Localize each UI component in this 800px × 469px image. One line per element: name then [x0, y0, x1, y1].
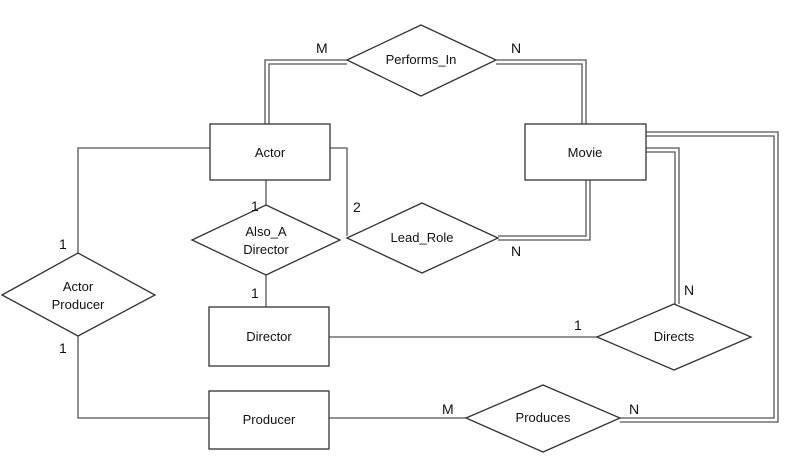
entity-movie-label: Movie	[568, 145, 603, 160]
line-directs-movie-2	[646, 147, 680, 304]
line-performs-in-movie	[496, 59, 587, 124]
relationship-lead-role-label: Lead_Role	[391, 230, 454, 245]
relationship-also-a-director: Also_A Director	[190, 204, 342, 276]
relationship-produces-label: Produces	[516, 410, 571, 425]
relationship-directs-label: Directs	[654, 329, 695, 344]
entity-actor-label: Actor	[255, 145, 286, 160]
entity-actor: Actor	[209, 123, 331, 181]
cardinality-produces-movie: N	[629, 401, 639, 417]
cardinality-also-director: 1	[251, 285, 259, 301]
relationship-also-a-director-label-1: Also_A	[245, 224, 287, 239]
cardinality-actprod-actor: 1	[59, 236, 67, 252]
relationship-also-a-director-label-2: Director	[243, 242, 289, 257]
cardinality-lead-movie: N	[511, 243, 521, 259]
relationship-lead-role: Lead_Role	[345, 202, 500, 274]
entity-movie: Movie	[524, 123, 647, 181]
entity-director: Director	[208, 306, 330, 367]
cardinality-performs-actor: M	[316, 40, 328, 56]
cardinality-also-actor: 1	[251, 198, 259, 214]
relationship-performs-in: Performs_In	[345, 24, 498, 97]
line-actor-producer-producer	[77, 336, 209, 419]
line-actor-performs-in	[264, 59, 347, 124]
line-produces-movie-2	[620, 131, 779, 423]
line-actor-lead-role	[330, 147, 348, 236]
cardinality-performs-movie: N	[511, 40, 521, 56]
relationship-produces: Produces	[464, 384, 622, 453]
relationship-actor-producer: Actor Producer	[0, 252, 157, 337]
line-produces-movie	[620, 135, 775, 419]
cardinality-directs-movie: N	[684, 282, 694, 298]
relationship-directs: Directs	[595, 303, 753, 371]
cardinality-actprod-producer: 1	[59, 340, 67, 356]
line-performs-in-movie-2	[496, 63, 583, 124]
cardinality-produces-producer: M	[442, 401, 454, 417]
relationship-actor-producer-label-1: Actor	[63, 279, 94, 294]
cardinality-labels: M N 2 N 1 1 1 1 1 N M N	[59, 40, 694, 417]
cardinality-lead-actor: 2	[353, 199, 361, 215]
entity-producer-label: Producer	[243, 412, 296, 427]
line-directs-movie	[646, 151, 676, 304]
entity-director-label: Director	[246, 329, 292, 344]
relationship-actor-producer-label-2: Producer	[52, 297, 105, 312]
line-actor-actor-producer	[77, 147, 210, 253]
connector-lines	[77, 59, 779, 423]
cardinality-directs-director: 1	[574, 317, 582, 333]
line-lead-role-movie	[498, 180, 587, 237]
line-actor-performs-in-2	[268, 63, 347, 124]
relationship-performs-in-label: Performs_In	[386, 52, 457, 67]
line-lead-role-movie-2	[498, 180, 591, 241]
entity-producer: Producer	[208, 390, 330, 450]
